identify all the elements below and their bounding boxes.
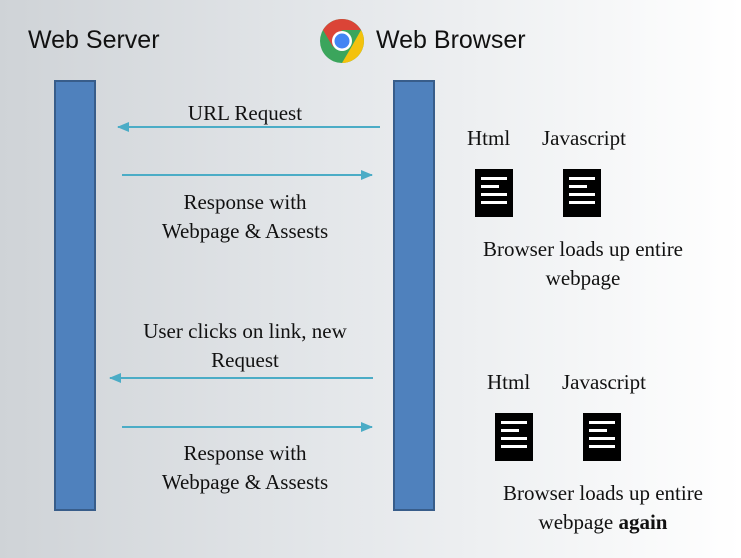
message-label-url-request: URL Request bbox=[187, 101, 303, 125]
load-caption-1: Browser loads up entire webpage bbox=[455, 235, 711, 293]
message-label-response-2: Response with Webpage & Assests bbox=[161, 441, 329, 494]
javascript-label-1: Javascript bbox=[542, 126, 626, 150]
chrome-icon bbox=[320, 19, 364, 63]
server-lifeline bbox=[54, 80, 96, 511]
load-caption-1-line1: Browser loads up entire bbox=[482, 237, 684, 261]
javascript-document-icon-2 bbox=[583, 413, 621, 461]
browser-lifeline bbox=[393, 80, 435, 511]
load-caption-2-word: webpage bbox=[538, 510, 614, 534]
load-caption-2-line2: webpage again bbox=[475, 508, 731, 537]
load-caption-1-line2: webpage bbox=[545, 266, 621, 290]
message-label-response-1: Response with Webpage & Assests bbox=[161, 190, 329, 243]
html-label-1: Html bbox=[467, 126, 511, 150]
load-caption-2-line1: Browser loads up entire bbox=[502, 481, 704, 505]
html-document-icon-1 bbox=[475, 169, 513, 217]
message-label-new-request: User clicks on link, new Request bbox=[143, 319, 347, 372]
load-caption-2: Browser loads up entire webpage again bbox=[475, 479, 731, 537]
html-document-icon-2 bbox=[495, 413, 533, 461]
html-label-2: Html bbox=[487, 370, 531, 394]
javascript-label-2: Javascript bbox=[562, 370, 646, 394]
load-caption-2-emphasis: again bbox=[618, 510, 668, 534]
javascript-document-icon-1 bbox=[563, 169, 601, 217]
web-browser-title: Web Browser bbox=[376, 26, 526, 54]
web-server-title: Web Server bbox=[28, 26, 160, 54]
